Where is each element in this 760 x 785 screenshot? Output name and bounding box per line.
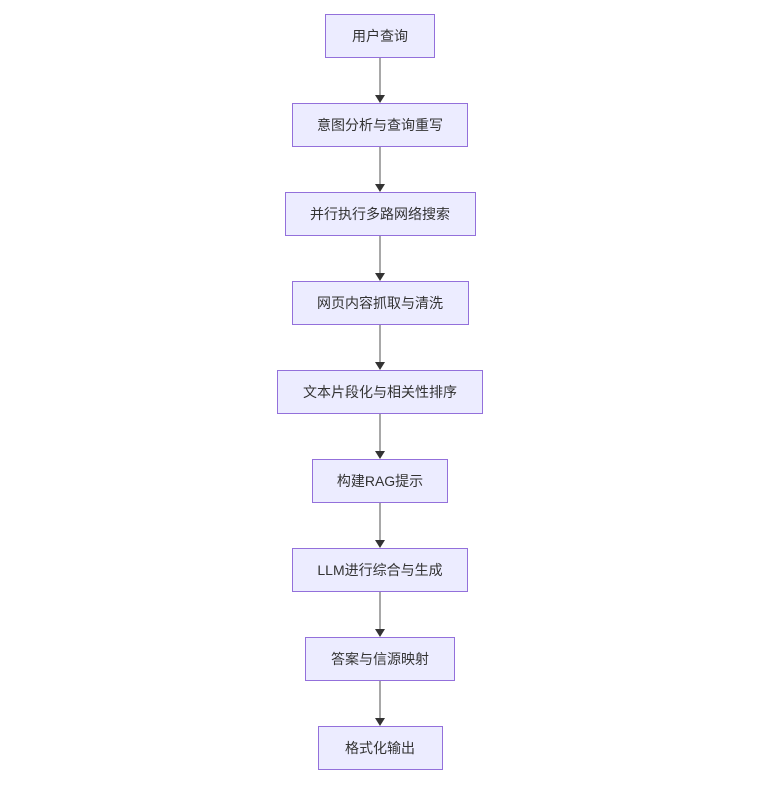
- arrow-line: [379, 503, 381, 540]
- flow-node-llm-synthesis-generation: LLM进行综合与生成: [292, 548, 468, 592]
- flow-arrow-2: [375, 147, 385, 192]
- arrow-down-icon: [375, 540, 385, 548]
- flow-arrow-6: [375, 503, 385, 548]
- flow-arrow-7: [375, 592, 385, 637]
- arrow-down-icon: [375, 95, 385, 103]
- flow-arrow-4: [375, 325, 385, 370]
- flow-node-user-query: 用户查询: [325, 14, 435, 58]
- flow-node-formatted-output: 格式化输出: [317, 726, 443, 770]
- arrow-line: [379, 325, 381, 362]
- arrow-down-icon: [375, 629, 385, 637]
- arrow-line: [379, 58, 381, 95]
- arrow-line: [379, 147, 381, 184]
- flow-node-parallel-multi-web-search: 并行执行多路网络搜索: [284, 192, 476, 236]
- flow-node-text-chunk-relevance-rank: 文本片段化与相关性排序: [277, 370, 483, 414]
- arrow-line: [379, 592, 381, 629]
- arrow-line: [379, 681, 381, 718]
- flow-arrow-5: [375, 414, 385, 459]
- arrow-down-icon: [375, 451, 385, 459]
- arrow-down-icon: [375, 273, 385, 281]
- flow-arrow-1: [375, 58, 385, 103]
- flow-node-web-content-scrape-clean: 网页内容抓取与清洗: [291, 281, 469, 325]
- arrow-down-icon: [375, 718, 385, 726]
- arrow-down-icon: [375, 184, 385, 192]
- arrow-line: [379, 414, 381, 451]
- flow-arrow-8: [375, 681, 385, 726]
- arrow-line: [379, 236, 381, 273]
- flow-node-build-rag-prompt: 构建RAG提示: [311, 459, 449, 503]
- flow-node-answer-source-mapping: 答案与信源映射: [305, 637, 455, 681]
- flow-node-intent-analysis-query-rewrite: 意图分析与查询重写: [292, 103, 468, 147]
- flow-arrow-3: [375, 236, 385, 281]
- arrow-down-icon: [375, 362, 385, 370]
